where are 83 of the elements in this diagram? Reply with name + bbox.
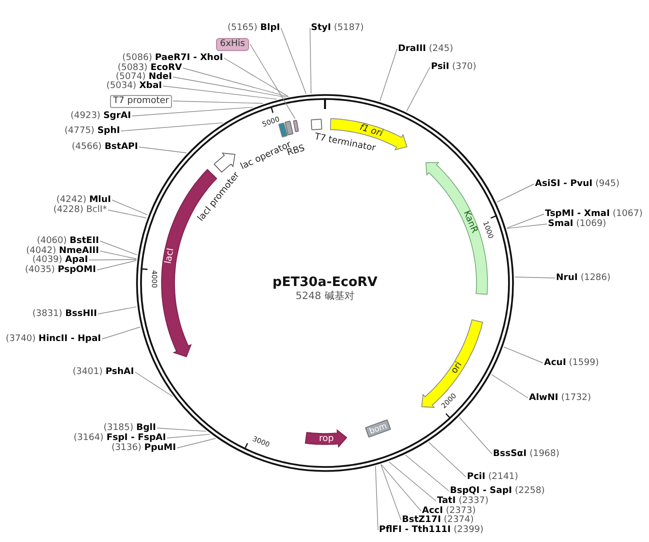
leader-line bbox=[428, 442, 466, 478]
site-label: PciI (2141) bbox=[467, 472, 518, 482]
site-label: PsiI (370) bbox=[431, 62, 476, 72]
site-label: SmaI (1069) bbox=[548, 219, 606, 229]
leader-line bbox=[380, 48, 398, 102]
leader-line bbox=[108, 210, 147, 218]
site-label: (4042) NmeAIII bbox=[26, 246, 99, 256]
site-label: TspMI - XmaI (1067) bbox=[545, 209, 643, 219]
feature-tag-label: 6xHis bbox=[216, 38, 249, 50]
leader-line bbox=[310, 28, 312, 94]
site-label: AlwNI (1732) bbox=[529, 393, 592, 403]
leader-line bbox=[112, 200, 148, 216]
leader-line bbox=[506, 214, 544, 228]
leader-line bbox=[506, 224, 548, 229]
site-label: (4923) SgrAI bbox=[70, 111, 131, 121]
leader-line bbox=[496, 184, 534, 202]
site-label: (4035) PspOMI bbox=[25, 265, 96, 275]
leader-line bbox=[280, 28, 306, 94]
leader-line bbox=[166, 434, 210, 438]
leader-line bbox=[388, 462, 436, 502]
site-label: (3185) BglI bbox=[103, 423, 156, 433]
feature-label: KanR bbox=[460, 209, 479, 234]
leader-line bbox=[514, 276, 556, 278]
leader-line bbox=[224, 58, 289, 97]
site-label: (5074) NdeI bbox=[116, 72, 172, 82]
leader-line bbox=[375, 466, 378, 530]
site-label: AccI (2373) bbox=[422, 506, 476, 516]
site-label: AsiSI - PvuI (945) bbox=[535, 179, 620, 189]
site-label: (4228) BclI* bbox=[53, 205, 107, 215]
site-label: (5034) XbaI bbox=[106, 81, 162, 91]
site-label: (4060) BstEII bbox=[36, 236, 99, 246]
leader-line bbox=[406, 66, 430, 112]
site-label: TatI (2337) bbox=[437, 496, 488, 506]
leader-line bbox=[172, 100, 264, 104]
site-label: (4242) MluI bbox=[56, 195, 111, 205]
feature-tag-label: T7 promoter bbox=[110, 94, 172, 108]
site-label: (3401) PshAI bbox=[72, 367, 134, 377]
leader-line bbox=[120, 122, 224, 132]
site-label: DraIII (245) bbox=[398, 44, 454, 54]
site-label: (3740) HincII - HpaI bbox=[6, 334, 101, 344]
leader-line bbox=[162, 86, 278, 100]
feature-label: rop bbox=[318, 434, 334, 444]
site-label: NruI (1286) bbox=[556, 273, 611, 283]
leader-line bbox=[156, 428, 207, 432]
plasmid-length: 5248 碱基对 bbox=[294, 291, 356, 303]
leader-line bbox=[98, 306, 137, 314]
leader-line bbox=[100, 240, 138, 256]
leader-line bbox=[176, 438, 216, 448]
leader-line bbox=[491, 374, 528, 398]
site-label: (3831) BssHII bbox=[32, 309, 97, 319]
leader-line bbox=[138, 146, 187, 154]
site-label: (3136) PpuMI bbox=[111, 443, 176, 453]
leader-line bbox=[96, 260, 137, 270]
leader-line bbox=[88, 259, 137, 260]
feature-label: lacI bbox=[164, 247, 177, 264]
site-label: StyI (5187) bbox=[311, 23, 364, 33]
feature-box: bom bbox=[364, 419, 392, 438]
site-label: (4566) BstAPI bbox=[72, 142, 138, 152]
leader-line bbox=[172, 76, 286, 98]
site-label: BstZ17I (2374) bbox=[402, 515, 474, 525]
site-label: AcuI (1599) bbox=[544, 358, 599, 368]
site-label: (4039) ApaI bbox=[32, 255, 88, 265]
site-label: PflFI - Tth111I (2399) bbox=[379, 525, 484, 535]
leader-line bbox=[504, 346, 544, 364]
site-label: (5165) BlpI bbox=[227, 23, 280, 33]
leader-line bbox=[100, 250, 137, 260]
leader-line bbox=[380, 464, 402, 520]
leader-line bbox=[405, 454, 450, 492]
leader-line bbox=[134, 372, 174, 397]
site-label: BssSαI (1968) bbox=[493, 449, 560, 459]
site-label: (5083) EcoRV bbox=[118, 63, 182, 73]
site-label: (3164) FspI - FspAI bbox=[74, 433, 166, 443]
feature-label: ori bbox=[449, 360, 464, 376]
leader-line bbox=[250, 44, 296, 120]
leader-line bbox=[459, 417, 492, 454]
site-label: (5086) PaeR7I - XhoI bbox=[122, 53, 223, 63]
site-label: BspQI - SapI (2258) bbox=[450, 486, 545, 496]
leader-line bbox=[132, 106, 254, 116]
site-label: (4775) SphI bbox=[64, 126, 120, 136]
leader-line bbox=[102, 326, 141, 340]
leader-line bbox=[182, 68, 288, 98]
leader-line bbox=[380, 464, 422, 512]
plasmid-name: pET30a-EcoRV bbox=[272, 275, 378, 290]
